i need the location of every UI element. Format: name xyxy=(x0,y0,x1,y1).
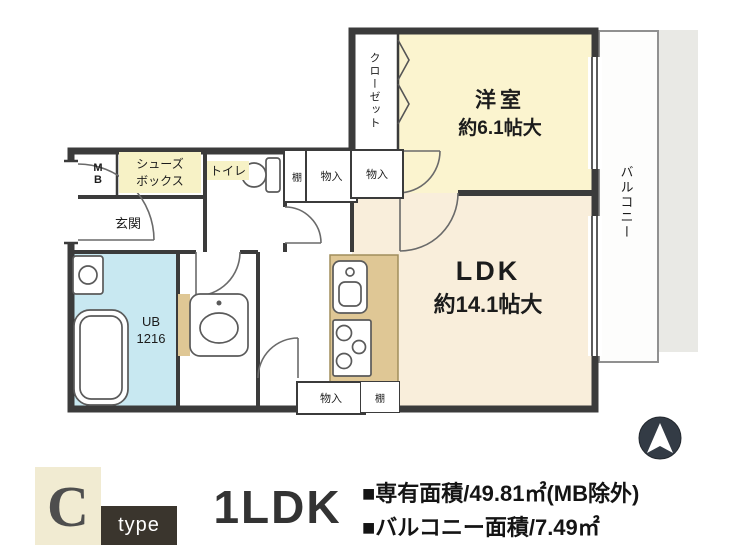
entrance-jambs xyxy=(64,159,78,245)
balcony-neighbor-panel xyxy=(655,30,698,352)
washbasin-bowl xyxy=(199,312,239,344)
shoe-box-label-line1: シューズ xyxy=(136,156,184,171)
western-room-floor xyxy=(398,31,595,193)
kitchen-faucet xyxy=(345,267,355,277)
closet-label: クローゼット xyxy=(368,52,380,130)
bedroom-storage-door-arc xyxy=(397,150,441,194)
bedroom-window-opening xyxy=(588,57,602,169)
entrance-label: 玄関 xyxy=(114,215,141,231)
shelf-box-bottom: 棚 xyxy=(360,381,400,413)
stove-burner-1 xyxy=(335,324,353,342)
ldk-window-opening xyxy=(588,216,602,356)
type-word-block: type xyxy=(101,506,177,545)
fixtures xyxy=(72,157,399,406)
stove-burner-3 xyxy=(335,352,353,370)
door-swing-arcs xyxy=(77,39,459,379)
vanity-counter xyxy=(178,294,190,356)
bathtub-inner-line xyxy=(79,315,123,400)
closet-folding-door-marks xyxy=(397,39,410,125)
entrance-opening xyxy=(64,160,78,244)
north-arrow xyxy=(647,423,673,453)
north-compass-icon xyxy=(638,416,682,460)
ldk-name: LDK xyxy=(455,255,521,286)
area-info: ■専有面積/49.81㎡(MB除外) ■バルコニー面積/7.49㎡ xyxy=(362,477,639,545)
toilet-tank xyxy=(265,157,281,193)
unit-bath-label-line1: UB xyxy=(141,314,161,329)
western-room-size: 約6.1帖大 xyxy=(458,117,542,139)
unit-bath-label-line2: 1216 xyxy=(136,331,166,346)
bathtub-icon xyxy=(73,309,129,406)
shoe-box-label-line2: ボックス xyxy=(136,173,184,188)
exclusive-area-text: ■専有面積/49.81㎡(MB除外) xyxy=(362,481,640,506)
washing-machine-pan xyxy=(72,255,104,295)
balcony-label: バルコニー xyxy=(618,164,634,240)
washbasin-faucet xyxy=(216,300,222,306)
corridor-door-arc xyxy=(257,337,299,379)
balcony-area xyxy=(598,30,659,363)
ldk-size: 約14.1帖大 xyxy=(433,292,543,317)
type-letter-block: C xyxy=(35,467,101,545)
layout-text: 1LDK xyxy=(213,481,342,533)
washing-machine-drain xyxy=(78,265,98,285)
western-room-name: 洋室 xyxy=(475,89,525,112)
toilet-door-arc xyxy=(284,206,322,244)
toilet-label: トイレ xyxy=(207,161,249,180)
balcony-area-text: ■バルコニー面積/7.49㎡ xyxy=(362,515,600,540)
shoe-box-label: シューズ ボックス xyxy=(119,152,201,193)
washroom-door-arc xyxy=(195,251,241,297)
bedroom-door-arc xyxy=(399,192,459,252)
wall-openings xyxy=(64,57,602,356)
storage-box-bedroom: 物入 xyxy=(350,149,404,199)
stove-burner-2 xyxy=(351,339,367,355)
washbasin-cabinet xyxy=(189,293,249,357)
kitchen-sink-unit xyxy=(332,260,368,314)
storage-box-ldk: 物入 xyxy=(296,381,366,415)
window-glass-lines xyxy=(591,57,598,356)
meter-box-label: MB xyxy=(92,162,104,186)
unit-bath-label: UB 1216 xyxy=(128,312,174,348)
kitchen-sink-basin xyxy=(338,281,362,307)
